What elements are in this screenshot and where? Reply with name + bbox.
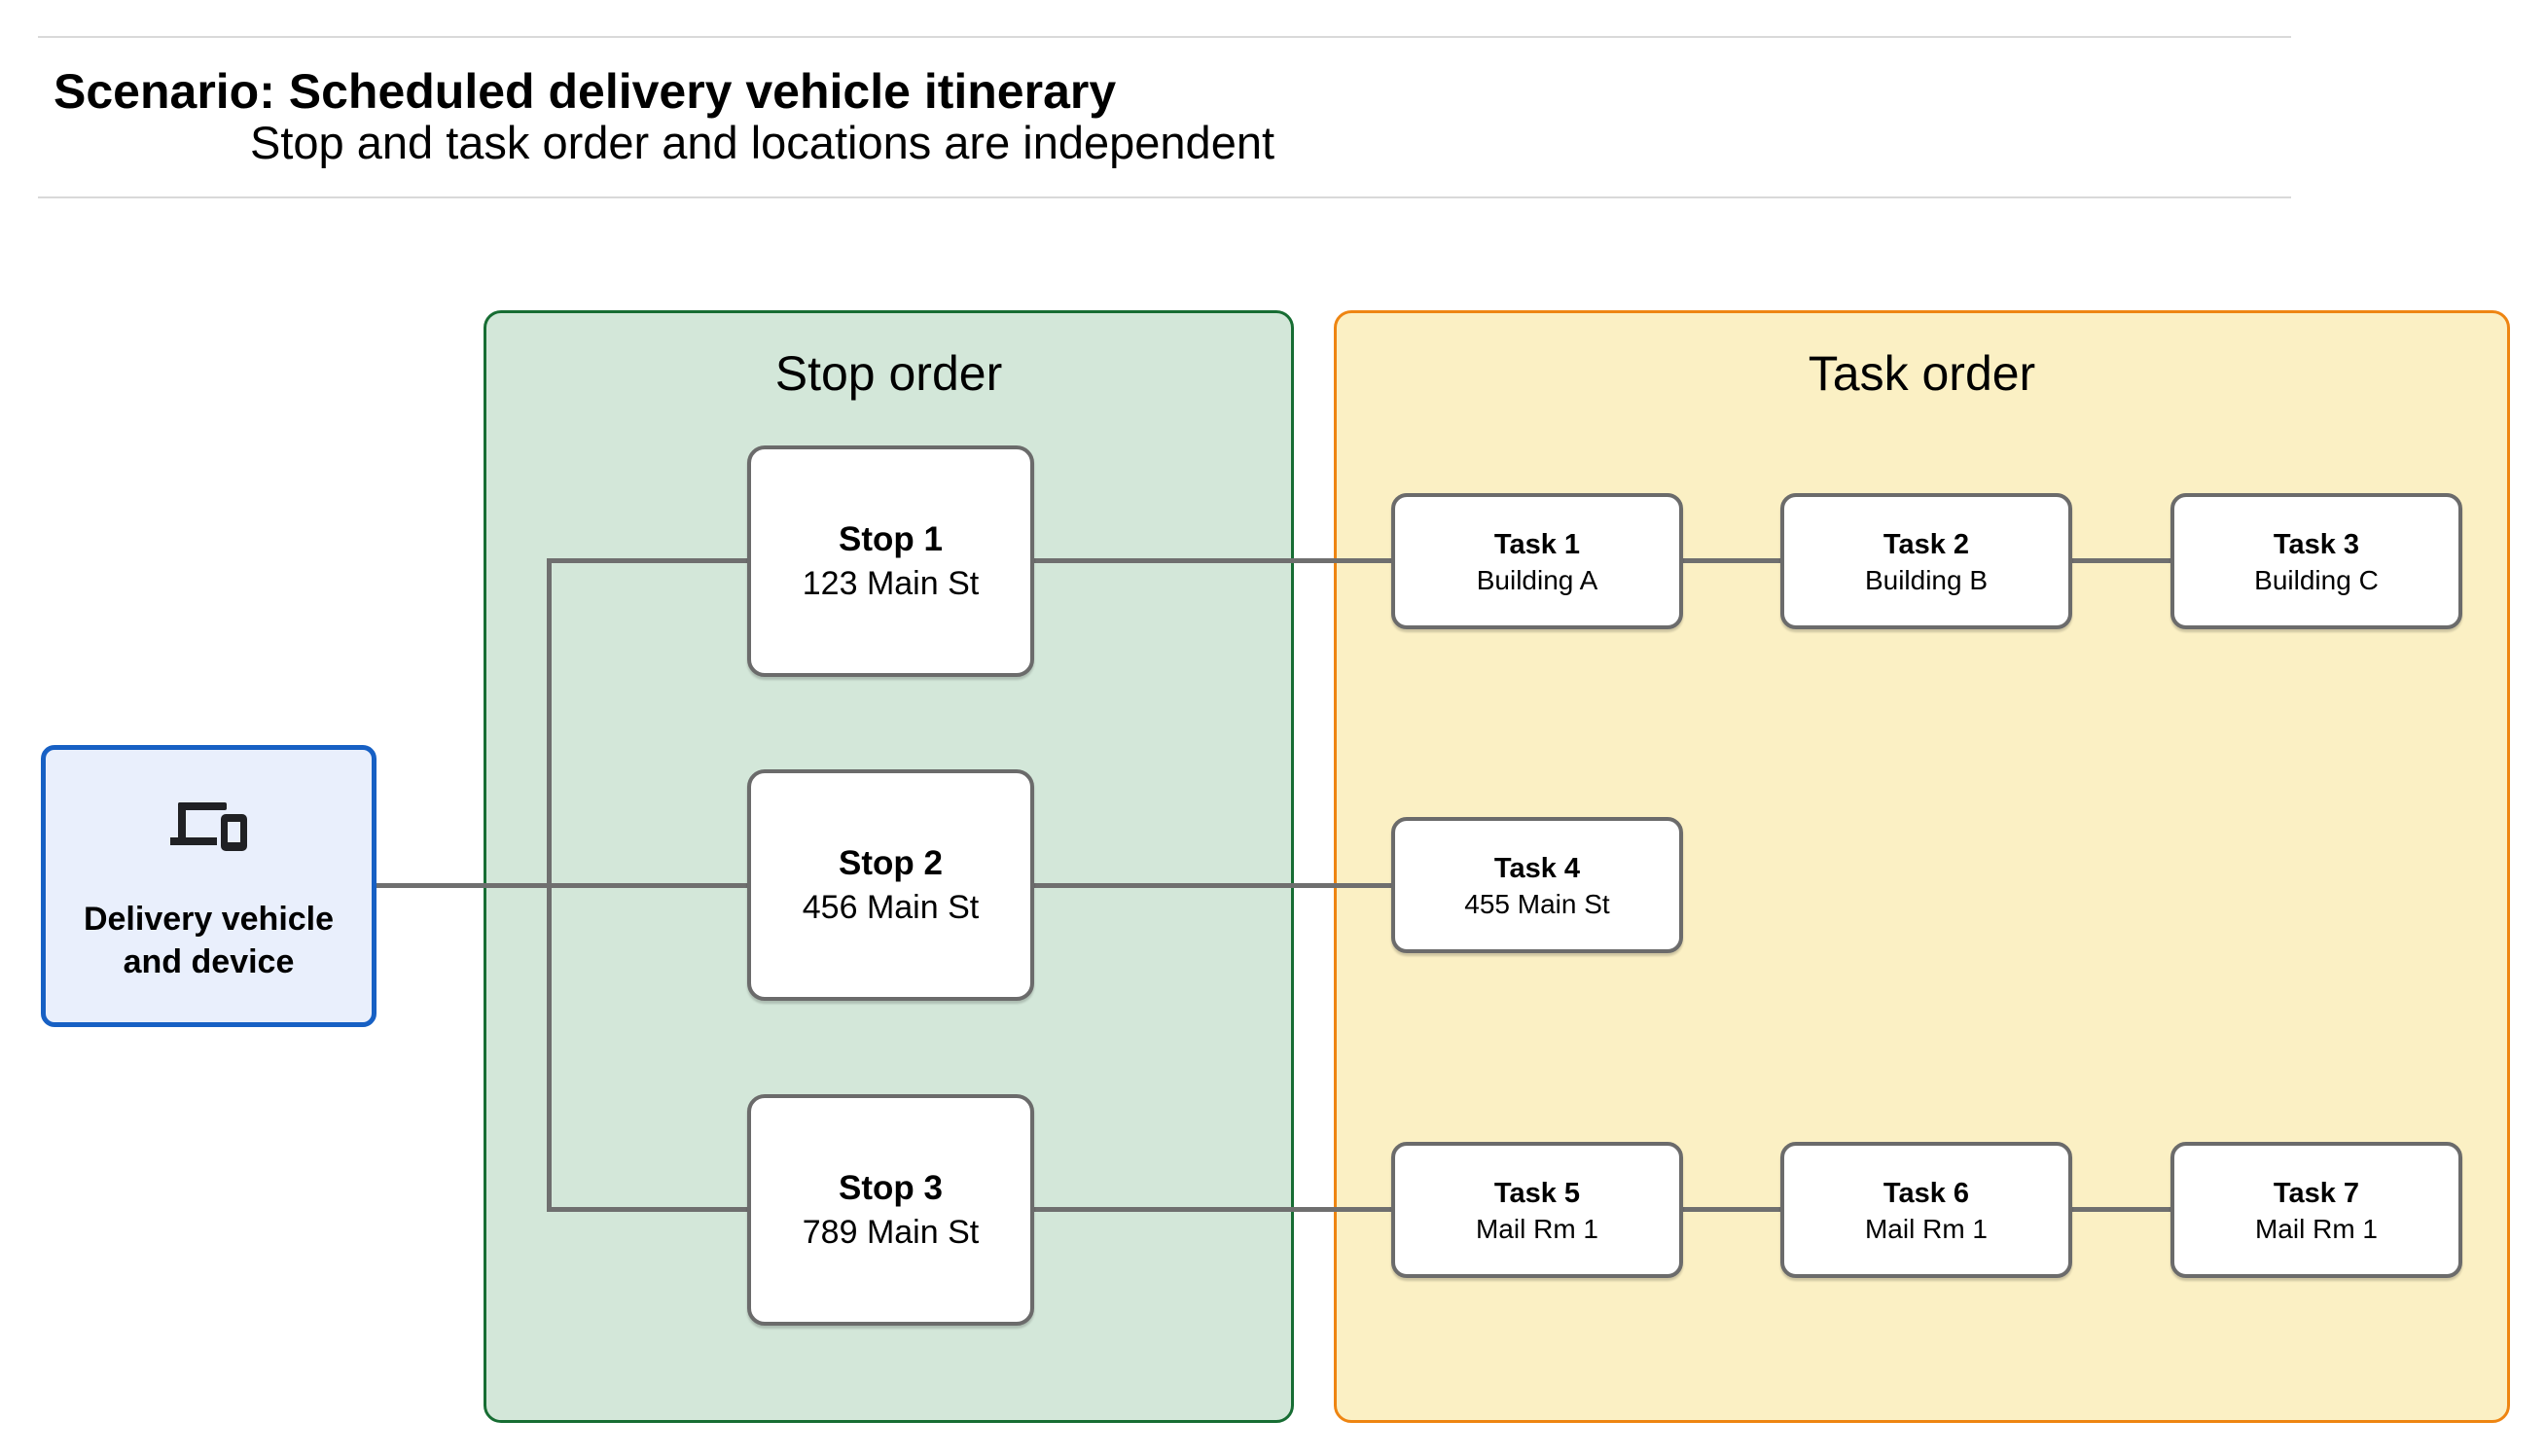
task-node-1: Task 1 Building A bbox=[1391, 493, 1683, 629]
delivery-vehicle-label: Delivery vehicle and device bbox=[83, 901, 335, 980]
stop-3-title: Stop 3 bbox=[839, 1169, 943, 1207]
task-3-title: Task 3 bbox=[2273, 528, 2360, 560]
connector-device-to-stop2 bbox=[377, 883, 747, 888]
page-subtitle: Stop and task order and locations are in… bbox=[250, 117, 1275, 168]
stop-order-panel-title: Stop order bbox=[774, 346, 1003, 401]
stop-1-address: 123 Main St bbox=[802, 565, 980, 602]
task-1-title: Task 1 bbox=[1493, 528, 1581, 560]
task-7-title: Task 7 bbox=[2273, 1177, 2360, 1209]
connector-task6-to-task7 bbox=[2070, 1207, 2172, 1212]
task-2-title: Task 2 bbox=[1883, 528, 1970, 560]
task-node-5: Task 5 Mail Rm 1 bbox=[1391, 1142, 1683, 1278]
delivery-vehicle-node: Delivery vehicle and device bbox=[41, 745, 377, 1027]
page-title: Scenario: Scheduled delivery vehicle iti… bbox=[54, 64, 1117, 119]
task-order-panel-title: Task order bbox=[1808, 346, 2036, 401]
stop-node-3: Stop 3 789 Main St bbox=[747, 1094, 1034, 1326]
connector-task2-to-task3 bbox=[2070, 558, 2172, 563]
task-node-4: Task 4 455 Main St bbox=[1391, 817, 1683, 953]
stop-2-address: 456 Main St bbox=[802, 889, 980, 926]
task-4-title: Task 4 bbox=[1493, 852, 1581, 884]
connector-task5-to-task6 bbox=[1681, 1207, 1782, 1212]
task-5-location: Mail Rm 1 bbox=[1475, 1213, 1598, 1244]
task-1-location: Building A bbox=[1476, 564, 1598, 595]
devices-icon bbox=[169, 802, 247, 851]
stop-node-1: Stop 1 123 Main St bbox=[747, 445, 1034, 677]
task-node-6: Task 6 Mail Rm 1 bbox=[1780, 1142, 2072, 1278]
connector-trunk bbox=[547, 558, 552, 1212]
connector-stop1-to-task1 bbox=[1032, 558, 1393, 563]
divider-bottom bbox=[38, 196, 2291, 198]
stop-node-2: Stop 2 456 Main St bbox=[747, 769, 1034, 1001]
task-7-location: Mail Rm 1 bbox=[2254, 1213, 2378, 1244]
connector-stop3-to-task5 bbox=[1032, 1207, 1393, 1212]
stop-3-address: 789 Main St bbox=[802, 1214, 980, 1251]
connector-trunk-to-stop1 bbox=[547, 558, 747, 563]
task-4-location: 455 Main St bbox=[1464, 888, 1610, 919]
task-node-2: Task 2 Building B bbox=[1780, 493, 2072, 629]
task-5-title: Task 5 bbox=[1493, 1177, 1581, 1209]
task-6-location: Mail Rm 1 bbox=[1864, 1213, 1988, 1244]
task-3-location: Building C bbox=[2254, 564, 2379, 595]
divider-top bbox=[38, 36, 2291, 38]
connector-trunk-to-stop3 bbox=[547, 1207, 747, 1212]
stop-2-title: Stop 2 bbox=[839, 844, 943, 882]
task-2-location: Building B bbox=[1864, 564, 1989, 595]
task-6-title: Task 6 bbox=[1883, 1177, 1970, 1209]
connector-task1-to-task2 bbox=[1681, 558, 1782, 563]
stop-1-title: Stop 1 bbox=[839, 520, 943, 558]
task-node-7: Task 7 Mail Rm 1 bbox=[2170, 1142, 2462, 1278]
connector-stop2-to-task4 bbox=[1032, 883, 1393, 888]
task-node-3: Task 3 Building C bbox=[2170, 493, 2462, 629]
